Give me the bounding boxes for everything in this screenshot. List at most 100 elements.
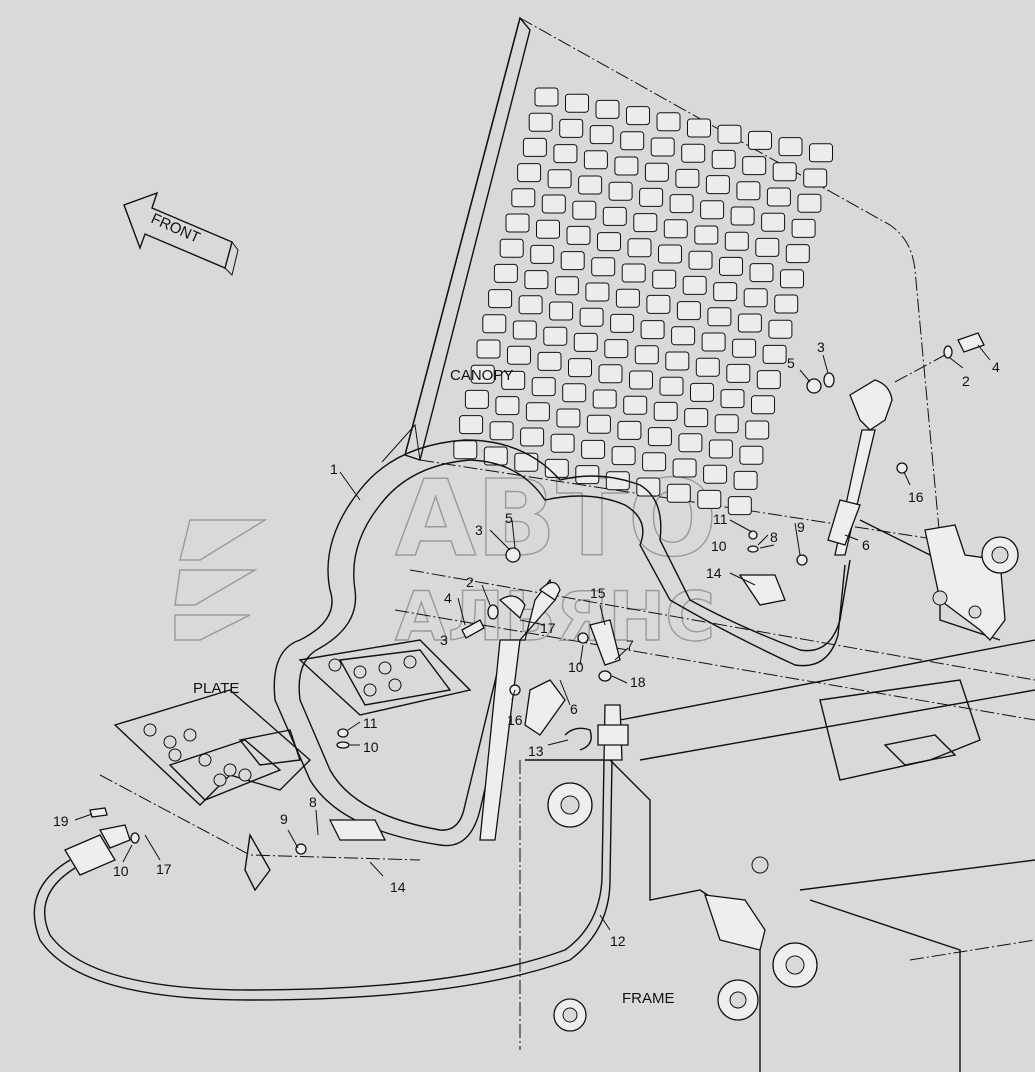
grille-opening (525, 402, 550, 422)
grille-opening (797, 193, 822, 213)
grille-opening (665, 351, 690, 371)
grille-opening (489, 421, 514, 441)
grille-opening (711, 149, 736, 169)
callout-2: 2 (466, 574, 474, 590)
grille-opening (742, 156, 767, 176)
grille-opening (592, 389, 617, 409)
grille-opening (700, 200, 725, 220)
grille-opening (566, 225, 591, 245)
grille-opening (714, 414, 739, 434)
grille-opening (647, 427, 672, 447)
grille-opening (597, 232, 621, 252)
grille-opening (581, 439, 606, 459)
callout-6: 6 (570, 701, 578, 717)
grille-opening (530, 244, 555, 264)
grille-opening (720, 389, 745, 409)
grille-opening (604, 339, 629, 359)
grille-opening (646, 294, 671, 314)
callout-1: 1 (330, 461, 338, 477)
grille-opening (766, 187, 791, 207)
grille-opening (459, 415, 484, 435)
grille-opening (633, 213, 658, 233)
grille-opening (652, 269, 677, 289)
grille-opening (537, 351, 562, 371)
grille-opening (666, 483, 691, 503)
grille-opening (528, 112, 553, 132)
grille-opening (550, 433, 575, 453)
front-arrow: FRONT (123, 191, 239, 276)
grille-opening (483, 446, 508, 466)
grille-opening (547, 169, 572, 189)
watermark-logo-stripes (174, 519, 268, 641)
grille-opening (656, 112, 681, 132)
control-cable (33, 704, 629, 1001)
grille-opening (705, 175, 730, 195)
grille-opening (774, 294, 799, 314)
grille-opening (470, 364, 495, 384)
grille-opening (644, 162, 669, 182)
grille-opening (598, 364, 623, 384)
grille-opening (650, 137, 675, 157)
grille-opening (653, 401, 678, 421)
grille-opening (791, 218, 816, 238)
callout-9: 9 (280, 811, 288, 827)
callout-5: 5 (787, 355, 795, 371)
grille-opening (512, 320, 537, 340)
callout-17: 17 (156, 861, 172, 877)
grille-opening (682, 275, 707, 295)
grille-opening (717, 124, 742, 144)
grille-opening (672, 458, 697, 478)
grille-opening (684, 408, 709, 428)
grille-opening (634, 345, 659, 365)
floor-plate (99, 639, 472, 892)
grille-opening (579, 307, 604, 327)
grille-opening (785, 244, 810, 264)
grille-opening (614, 156, 639, 176)
grille-opening (573, 332, 598, 352)
callout-3: 3 (475, 522, 483, 538)
callout-16: 16 (908, 489, 924, 505)
grille-opening (602, 206, 627, 226)
grille-opening (739, 445, 764, 465)
grille-opening (572, 200, 597, 220)
grille-opening (690, 382, 714, 402)
callout-11: 11 (713, 511, 728, 527)
grille-opening (756, 370, 781, 390)
callout-10: 10 (113, 863, 129, 879)
part-callouts: 1 3 5 2 4 3 17 15 7 10 18 6 16 13 12 11 … (53, 339, 1000, 949)
grille-opening (620, 131, 645, 151)
grille-opening (642, 452, 667, 472)
callout-8: 8 (770, 529, 778, 545)
grille-opening (554, 276, 579, 296)
grille-opening (534, 87, 559, 107)
grille-opening (608, 181, 633, 201)
grille-opening (694, 225, 719, 245)
callout-6: 6 (862, 537, 870, 553)
grille-opening (697, 489, 722, 509)
grille-opening (476, 339, 501, 359)
callout-8: 8 (309, 794, 317, 810)
grille-opening (659, 376, 684, 396)
grille-opening (499, 238, 524, 258)
grille-opening (495, 396, 520, 416)
grille-opening (671, 326, 696, 346)
grille-opening (482, 314, 507, 334)
grille-opening (583, 150, 608, 170)
grille-opening (615, 288, 640, 308)
grille-opening (748, 130, 772, 150)
callout-4: 4 (992, 359, 1000, 375)
grille-opening (640, 320, 665, 340)
leader-lines (74, 344, 991, 931)
grille-opening (768, 319, 793, 339)
callout-11: 11 (363, 715, 378, 731)
callout-3: 3 (440, 632, 448, 648)
frame-label: FRAME (622, 990, 675, 1007)
grille-opening (562, 383, 587, 403)
grille-opening (751, 395, 775, 415)
grille-opening (749, 263, 774, 283)
grille-opening (591, 257, 616, 277)
grille-opening (627, 238, 652, 258)
grille-opening (639, 187, 664, 207)
grille-opening (695, 357, 720, 377)
